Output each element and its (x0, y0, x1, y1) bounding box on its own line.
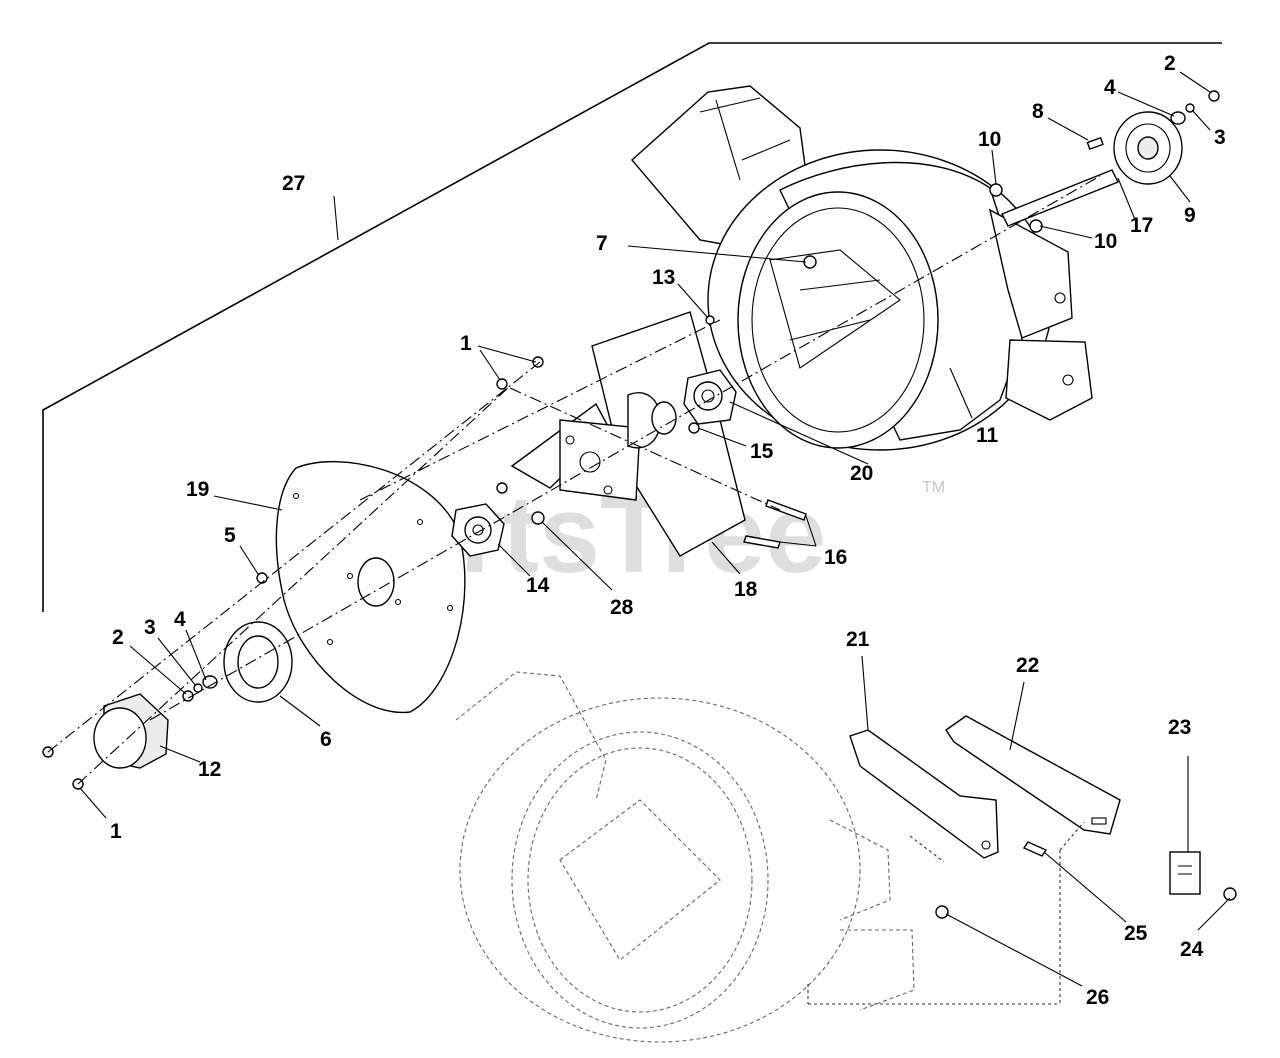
hardware (42, 90, 1237, 919)
leader-lines (79, 71, 1231, 987)
callout-2-top: 2 (1164, 52, 1176, 75)
callout-18: 19 (186, 478, 209, 501)
back-plate-18 (275, 461, 466, 714)
callout-2-bottom: 2 (112, 626, 124, 649)
callout-6: 6 (320, 728, 332, 751)
callout-20: 20 (850, 462, 873, 485)
callout-16: 16 (824, 546, 847, 569)
pulley-9 (1113, 111, 1183, 185)
callout-12: 13 (652, 266, 675, 289)
callout-24: 24 (1180, 938, 1204, 961)
callout-27: 27 (282, 172, 305, 195)
callout-17: 18 (734, 578, 758, 601)
callout-28: 28 (610, 596, 634, 619)
callout-7: 7 (596, 232, 608, 255)
callout-23: 23 (1168, 716, 1191, 739)
callout-1-bottom: 1 (110, 820, 122, 843)
reference-housing-outline (455, 671, 915, 1043)
callout-4-top: 4 (1104, 76, 1116, 99)
callout-21: 21 (846, 628, 870, 651)
callout-5: 5 (224, 524, 236, 547)
callout-19: 12 (198, 758, 221, 781)
callout-8: 8 (1032, 100, 1044, 123)
callout-14: 15 (750, 440, 774, 463)
callout-26: 26 (1086, 986, 1109, 1009)
bracket-22 (945, 715, 1121, 835)
callout-11: 11 (976, 424, 999, 447)
key-8 (1086, 136, 1104, 151)
callout-labels: 2 4 3 8 10 17 9 10 27 7 13 1 11 15 20 19… (110, 52, 1226, 1009)
watermark-trademark: TM (922, 479, 945, 496)
callout-3-top: 3 (1214, 126, 1226, 149)
plate-23 (1169, 851, 1201, 895)
callout-3-bottom: 3 (144, 616, 156, 639)
callout-13: 14 (526, 574, 550, 597)
callout-22: 22 (1016, 654, 1039, 677)
ring-plate-6 (223, 621, 293, 703)
callout-25: 25 (1124, 922, 1148, 945)
bearing-housing-19 (93, 693, 169, 769)
assembly-bracket-27 (42, 42, 1222, 612)
callout-10-top: 10 (978, 128, 1001, 151)
bearing-20 (683, 369, 737, 425)
shaft-15 (1001, 169, 1119, 227)
blower-housing-11 (631, 85, 1093, 451)
callout-9: 9 (1184, 204, 1196, 227)
callout-10-bottom: 10 (1094, 230, 1117, 253)
callout-4-bottom: 4 (174, 608, 186, 631)
callout-1-top: 1 (460, 332, 472, 355)
bearing-13 (451, 503, 505, 557)
bracket-21 (849, 729, 999, 859)
assembly-centerlines (47, 175, 1101, 1005)
callout-15: 17 (1130, 214, 1153, 237)
